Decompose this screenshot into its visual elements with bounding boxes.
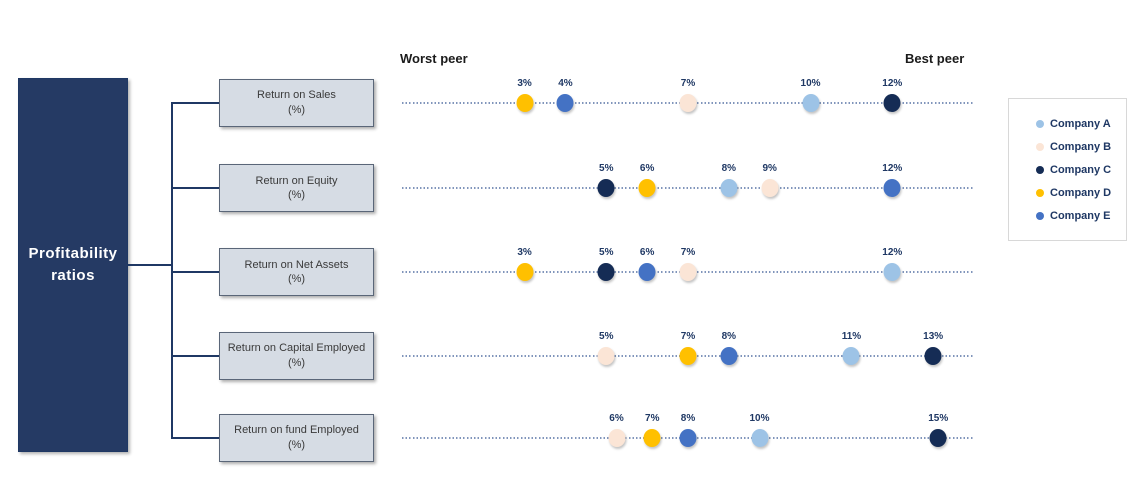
data-point-label: 7% bbox=[680, 77, 696, 89]
tree-branch-4 bbox=[171, 436, 219, 439]
data-point-company-e bbox=[720, 346, 738, 365]
data-point-company-c bbox=[597, 263, 615, 281]
data-point-label: 8% bbox=[721, 163, 737, 174]
data-point-company-d bbox=[679, 346, 697, 365]
data-point-label: 3% bbox=[517, 247, 532, 258]
category-label: Return on Sales bbox=[257, 89, 336, 102]
category-label: Return on fund Employed bbox=[234, 424, 359, 437]
legend-marker-icon bbox=[1036, 188, 1044, 197]
data-point-label: 10% bbox=[800, 77, 821, 89]
data-point-company-c bbox=[597, 179, 615, 197]
tree-branch-2 bbox=[171, 271, 219, 273]
data-point-label: 10% bbox=[749, 412, 770, 424]
legend-marker-icon bbox=[1036, 142, 1044, 151]
category-box-return-on-equity: Return on Equity (%) bbox=[219, 164, 374, 212]
legend-label: Company B bbox=[1050, 140, 1112, 153]
legend-item-company-e: Company E bbox=[1036, 210, 1126, 222]
tree-branch-1 bbox=[171, 187, 219, 189]
data-point-company-a bbox=[883, 263, 901, 281]
data-point-company-b bbox=[679, 263, 697, 281]
tree-branch-0 bbox=[171, 101, 219, 104]
legend-item-company-b: Company B bbox=[1036, 141, 1126, 153]
category-label: Return on Net Assets bbox=[244, 258, 349, 271]
category-box-return-on-net-assets: Return on Net Assets (%) bbox=[219, 248, 374, 296]
data-point-label: 5% bbox=[599, 163, 614, 174]
data-point-label: 7% bbox=[680, 330, 696, 342]
data-point-label: 15% bbox=[928, 412, 949, 424]
data-point-company-d bbox=[643, 428, 661, 447]
data-point-company-a bbox=[842, 346, 860, 365]
legend-label: Company D bbox=[1050, 186, 1112, 199]
data-point-label: 3% bbox=[517, 77, 532, 89]
data-point-label: 7% bbox=[645, 412, 660, 424]
category-label: Return on Equity bbox=[255, 174, 338, 187]
data-point-company-c bbox=[929, 428, 947, 447]
data-point-label: 7% bbox=[680, 247, 696, 258]
data-point-label: 8% bbox=[721, 330, 737, 342]
data-point-company-c bbox=[883, 93, 901, 112]
legend-item-company-a: Company A bbox=[1036, 118, 1126, 130]
legend-marker-icon bbox=[1036, 165, 1044, 174]
data-point-company-e bbox=[638, 263, 656, 281]
legend-item-company-d: Company D bbox=[1036, 187, 1126, 199]
data-point-company-e bbox=[679, 428, 697, 447]
legend-item-company-c: Company C bbox=[1036, 164, 1126, 176]
category-box-return-on-fund-employed: Return on fund Employed(%) bbox=[219, 413, 374, 462]
data-point-company-b bbox=[608, 428, 625, 447]
data-point-company-a bbox=[802, 93, 820, 112]
best-peer-label: Best peer bbox=[905, 51, 965, 66]
data-point-company-b bbox=[679, 93, 697, 112]
data-point-label: 8% bbox=[680, 412, 696, 424]
data-point-label: 6% bbox=[609, 412, 624, 424]
data-point-label: 5% bbox=[599, 247, 614, 258]
legend-marker-icon bbox=[1036, 211, 1044, 220]
category-unit: (%) bbox=[287, 438, 306, 451]
data-point-label: 13% bbox=[923, 330, 944, 342]
data-point-company-d bbox=[516, 263, 534, 281]
tree-vertical bbox=[171, 101, 173, 439]
data-point-label: 12% bbox=[882, 247, 903, 258]
data-point-label: 11% bbox=[841, 330, 862, 342]
data-point-label: 6% bbox=[639, 163, 655, 174]
axis-line-return-on-equity bbox=[402, 187, 974, 189]
data-point-company-e bbox=[556, 93, 574, 112]
legend-label: Company C bbox=[1050, 163, 1112, 176]
tree-branch-3 bbox=[171, 354, 219, 357]
data-point-company-a bbox=[751, 428, 768, 447]
category-unit: (%) bbox=[287, 189, 306, 201]
data-point-company-d bbox=[638, 179, 656, 197]
legend-label: Company A bbox=[1050, 117, 1111, 130]
legend: Company A Company B Company C Company D Comp… bbox=[1008, 98, 1127, 241]
legend-items: Company A Company B Company C Company D Comp… bbox=[1036, 118, 1126, 222]
category-unit: (%) bbox=[287, 356, 306, 369]
data-point-company-e bbox=[883, 179, 901, 197]
data-point-label: 9% bbox=[762, 163, 777, 174]
category-box-return-on-sales: Return on Sales(%) bbox=[219, 78, 374, 127]
data-point-company-d bbox=[516, 93, 534, 112]
legend-label: Company E bbox=[1050, 209, 1111, 222]
data-point-company-b bbox=[597, 346, 615, 365]
data-point-company-c bbox=[924, 346, 942, 365]
data-point-label: 4% bbox=[558, 77, 573, 89]
category-box-return-on-capital-employed: Return on Capital Employed(%) bbox=[219, 331, 374, 380]
worst-peer-label: Worst peer bbox=[400, 51, 468, 66]
root-node-title: Profitability ratios bbox=[28, 245, 118, 284]
data-point-company-a bbox=[720, 179, 738, 197]
category-label: Return on Capital Employed bbox=[227, 342, 366, 355]
category-unit: (%) bbox=[287, 273, 306, 285]
data-point-label: 12% bbox=[882, 77, 903, 89]
data-point-label: 6% bbox=[639, 247, 655, 258]
root-node: Profitability ratios bbox=[18, 78, 128, 452]
data-point-label: 5% bbox=[599, 330, 614, 342]
category-unit: (%) bbox=[287, 103, 306, 116]
data-point-label: 12% bbox=[882, 163, 903, 174]
tree-trunk-horizontal bbox=[128, 264, 173, 266]
legend-marker-icon bbox=[1036, 119, 1044, 128]
data-point-company-b bbox=[761, 179, 779, 197]
